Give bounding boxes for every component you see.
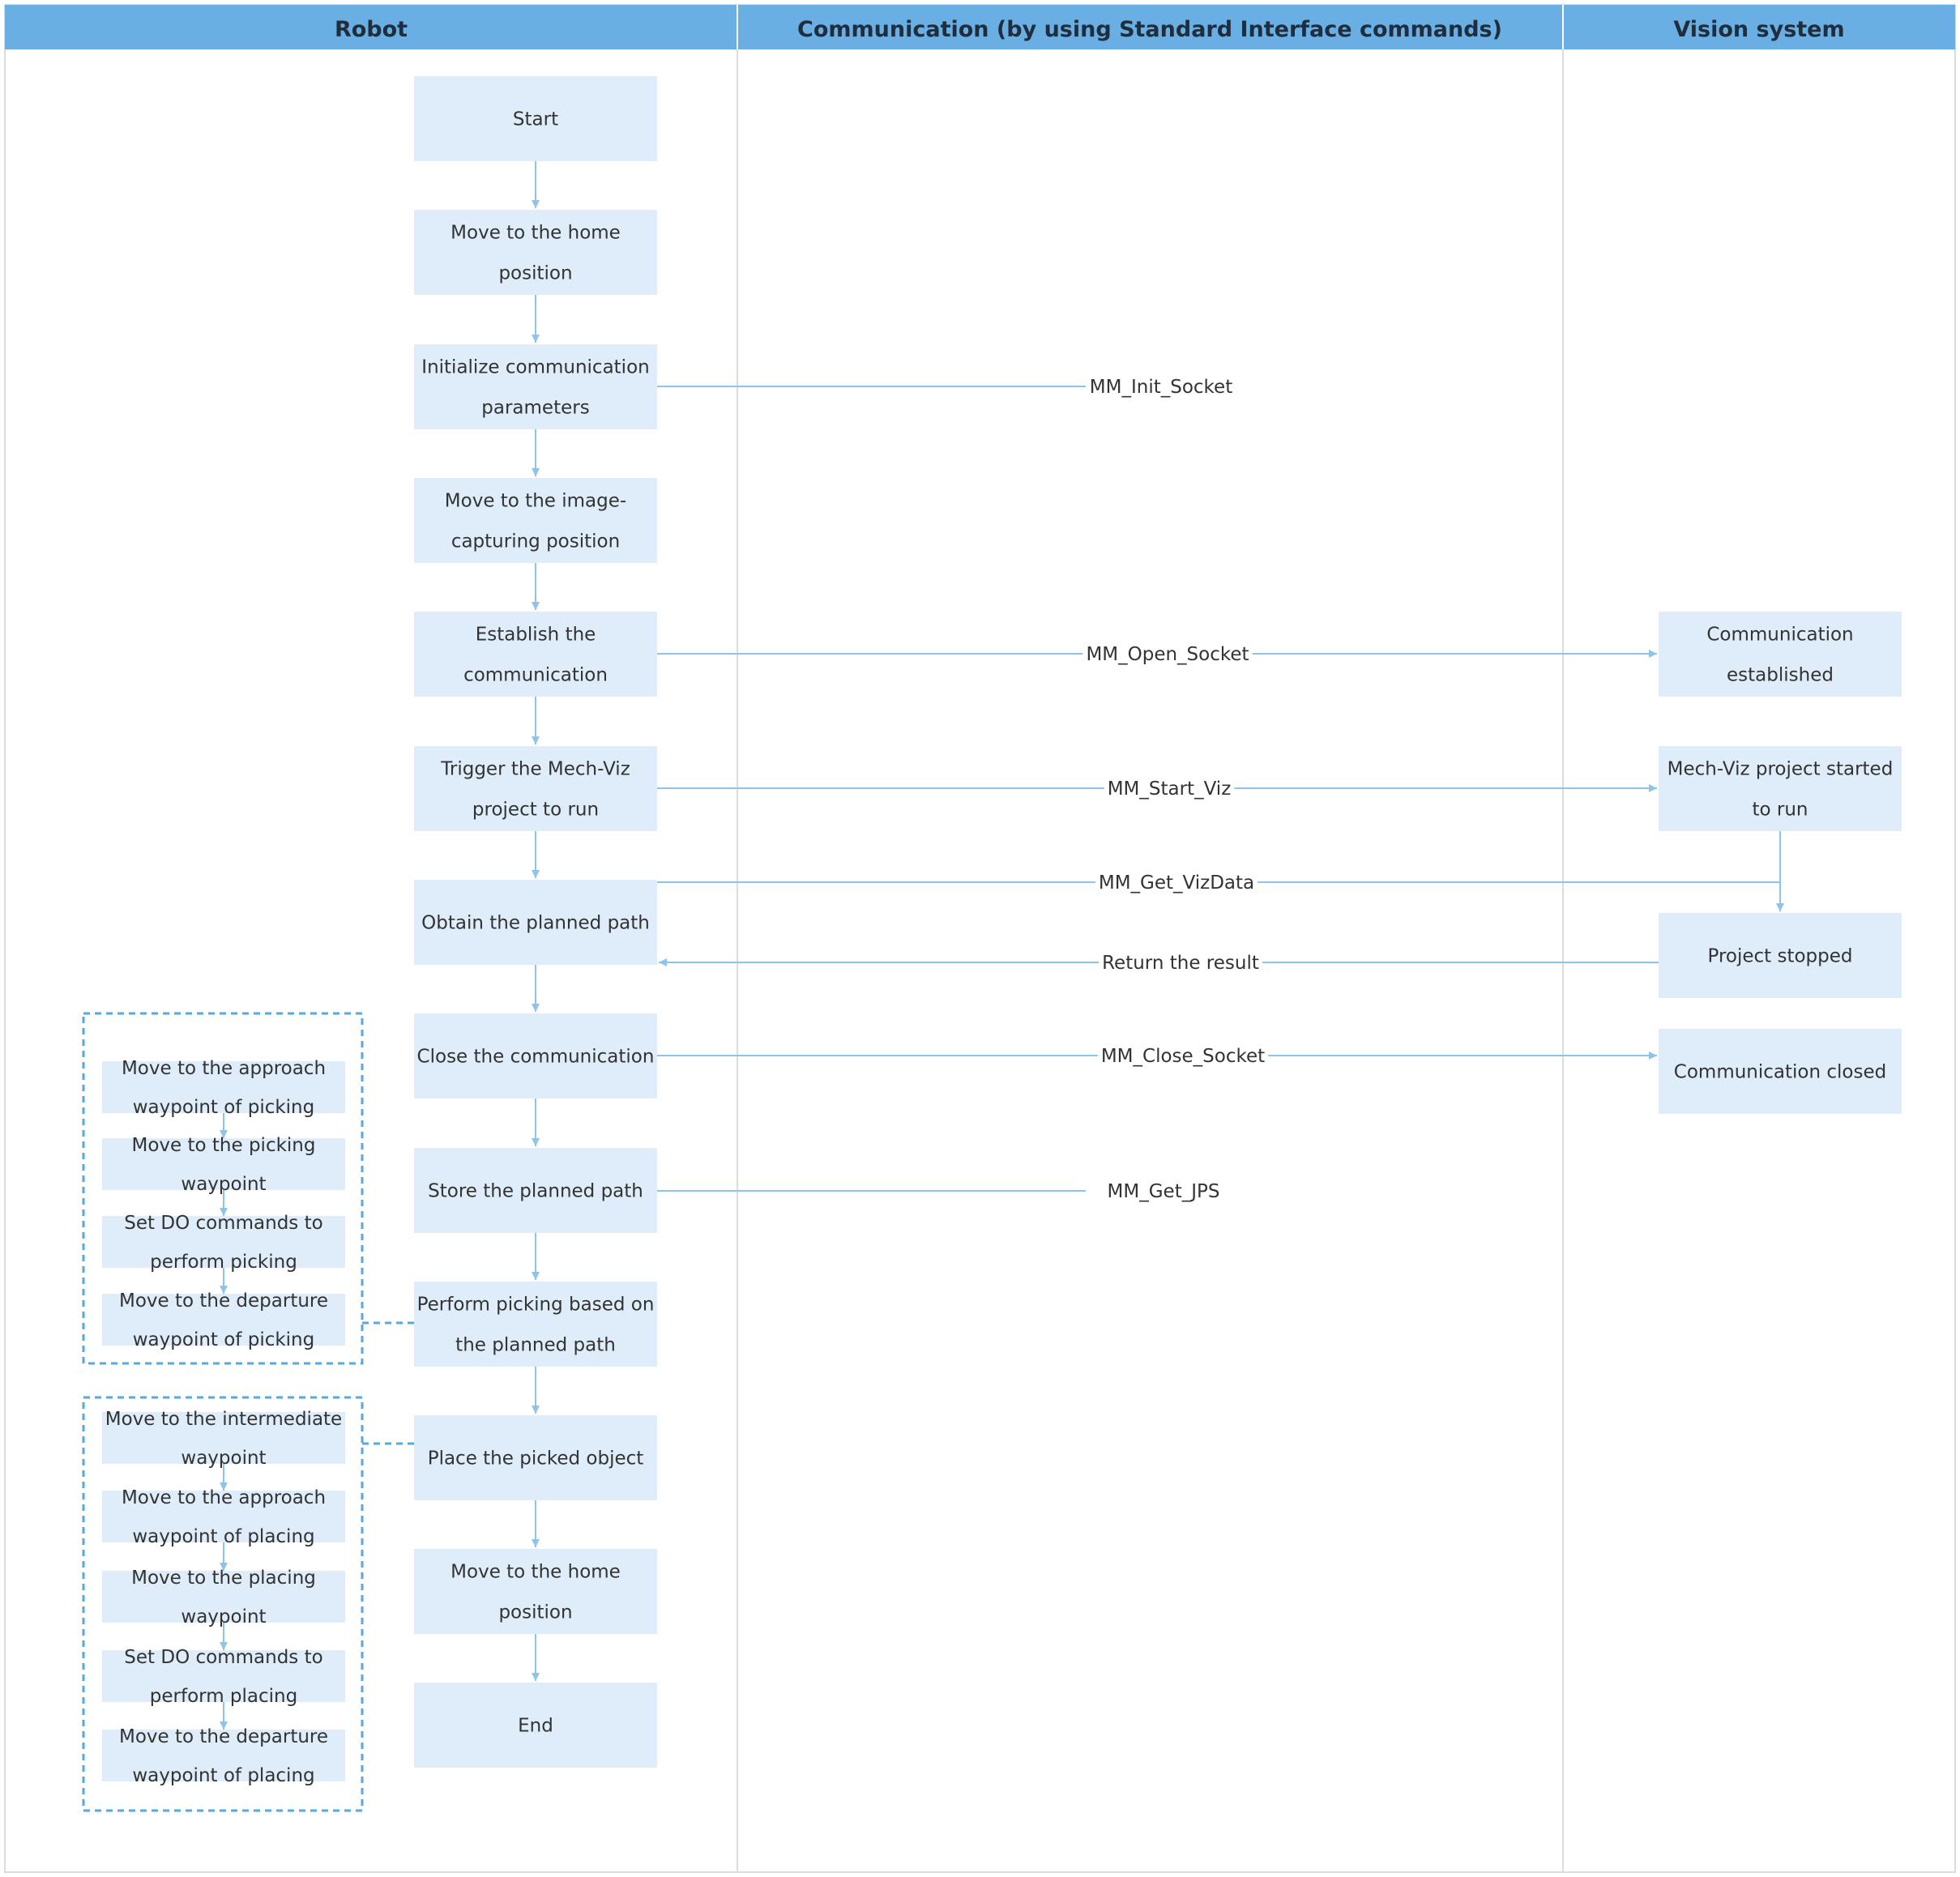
substep-node-do_pick (102, 1216, 345, 1268)
vision-label-closed: Communication closed (1674, 1062, 1886, 1083)
step-label-capture: capturing position (451, 531, 620, 552)
substep-label-intermediate: Move to the intermediate (105, 1409, 342, 1430)
step-label-pick: Perform picking based on (417, 1295, 655, 1316)
step-label-trigger: project to run (472, 800, 599, 821)
substep-label-depart_place: waypoint of placing (132, 1765, 314, 1786)
message-label-start_viz: MM_Start_Viz (1108, 779, 1232, 800)
connector-layer (220, 161, 1784, 1730)
substep-label-picking_wp: waypoint (181, 1174, 266, 1195)
vision-node-stopped (1659, 913, 1902, 998)
step-label-start: Start (513, 109, 558, 130)
step-label-end: End (518, 1716, 553, 1737)
lane-header-communication: Communication (by using Standard Interfa… (797, 17, 1502, 42)
substep-groups (82, 1012, 414, 1812)
substep-label-do_place: Set DO commands to (124, 1647, 322, 1668)
step-label-store: Store the planned path (428, 1181, 643, 1202)
substep-label-approach_pick: waypoint of picking (133, 1097, 315, 1118)
step-label-home1: Move to the home (451, 223, 621, 244)
lane-header-robot: Robot (335, 17, 408, 42)
substep-label-picking_wp: Move to the picking (132, 1135, 316, 1156)
step-label-home2: Move to the home (451, 1562, 621, 1583)
substep-label-do_pick: Set DO commands to (124, 1213, 322, 1234)
substep-label-depart_place: Move to the departure (119, 1726, 328, 1747)
step-label-capture: Move to the image- (445, 491, 626, 512)
step-node-obtain (414, 880, 657, 965)
substep-label-approach_place: waypoint of placing (132, 1526, 314, 1547)
vision-node-established (1659, 612, 1902, 697)
message-label-return_result: Return the result (1102, 953, 1259, 974)
step-label-obtain: Obtain the planned path (421, 913, 650, 934)
substep-label-placing_wp: Move to the placing (131, 1568, 316, 1589)
substep-node-approach_place (102, 1491, 345, 1542)
step-node-home1 (414, 210, 657, 295)
substep-node-depart_pick (102, 1294, 345, 1346)
substep-label-placing_wp: waypoint (181, 1606, 266, 1627)
message-label-open_socket: MM_Open_Socket (1086, 644, 1249, 665)
vision-label-stopped: Project stopped (1707, 946, 1852, 967)
message-label-bg (1095, 871, 1258, 895)
step-label-home1: position (498, 263, 572, 284)
substep-node-picking_wp (102, 1138, 345, 1190)
step-node-start (414, 76, 657, 161)
step-node-end (414, 1683, 657, 1768)
substep-label-depart_pick: Move to the departure (119, 1290, 328, 1312)
substep-label-depart_pick: waypoint of picking (133, 1329, 315, 1350)
message-label-bg (1097, 1044, 1269, 1069)
message-label-bg (1086, 375, 1236, 399)
header-bar (5, 5, 1955, 49)
vision-label-started: Mech-Viz project started (1667, 759, 1894, 780)
message-label-bg (1099, 951, 1262, 975)
substep-group-picking_substeps (82, 1012, 364, 1365)
substep-group-placing_substeps (82, 1396, 364, 1812)
vision-label-started: to run (1752, 800, 1808, 821)
message-label-bg (1104, 777, 1235, 801)
substep-label-do_pick: perform picking (150, 1252, 297, 1273)
step-label-init: parameters (481, 398, 589, 419)
vision-label-established: established (1727, 665, 1834, 686)
substep-label-do_place: perform placing (150, 1686, 297, 1707)
step-label-establish: Establish the (476, 625, 596, 646)
lane-header-vision: Vision system (1673, 17, 1844, 42)
step-node-establish (414, 612, 657, 697)
step-label-pick: the planned path (455, 1335, 616, 1356)
step-label-close: Close the communication (417, 1047, 655, 1068)
step-node-capture (414, 478, 657, 563)
message-label-bg (1104, 1180, 1223, 1204)
step-node-close (414, 1013, 657, 1098)
step-label-init: Initialize communication (421, 357, 649, 378)
substep-node-approach_pick (102, 1061, 345, 1113)
step-label-home2: position (498, 1602, 572, 1623)
step-label-trigger: Trigger the Mech-Viz (440, 759, 630, 780)
vision-node-closed (1659, 1029, 1902, 1114)
message-label-init_socket: MM_Init_Socket (1090, 377, 1232, 398)
substep-node-placing_wp (102, 1571, 345, 1623)
substep-node-depart_place (102, 1730, 345, 1781)
step-label-establish: communication (463, 665, 608, 686)
step-node-home2 (414, 1549, 657, 1634)
message-label-get_vizdata: MM_Get_VizData (1099, 872, 1254, 894)
message-layer: MM_Init_SocketMM_Open_SocketMM_Start_Viz… (657, 375, 1784, 1204)
substep-label-intermediate: waypoint (181, 1448, 266, 1469)
message-label-bg (1082, 642, 1253, 667)
step-label-place: Place the picked object (428, 1448, 644, 1470)
step-node-place (414, 1415, 657, 1500)
step-node-trigger (414, 746, 657, 831)
swimlane-frame (4, 4, 1956, 1873)
substep-node-do_place (102, 1650, 345, 1702)
step-node-store (414, 1148, 657, 1233)
message-label-close_socket: MM_Close_Socket (1101, 1046, 1265, 1067)
step-node-init (414, 344, 657, 429)
vision-label-established: Communication (1706, 625, 1853, 646)
message-label-get_jps: MM_Get_JPS (1108, 1181, 1220, 1202)
substep-label-approach_place: Move to the approach (122, 1487, 326, 1508)
vision-node-started (1659, 746, 1902, 831)
step-node-pick (414, 1282, 657, 1367)
substep-node-intermediate (102, 1412, 345, 1464)
substep-label-approach_pick: Move to the approach (122, 1058, 326, 1079)
